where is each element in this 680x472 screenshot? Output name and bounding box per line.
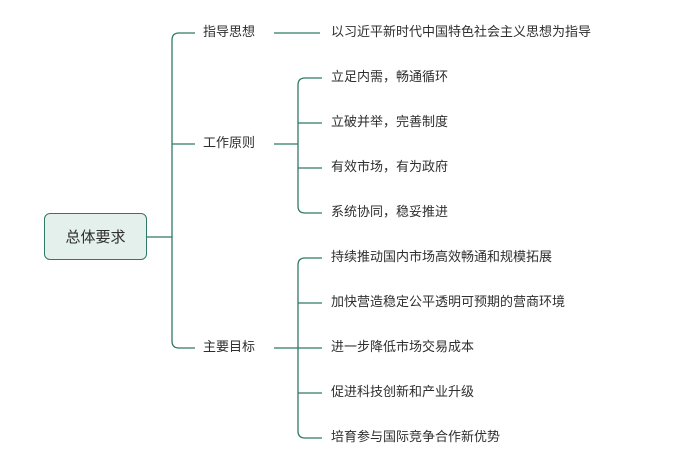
leaf-goal-1[interactable]: 持续推动国内市场高效畅通和规模拓展 — [331, 250, 553, 265]
leaf-principle-4[interactable]: 系统协同，稳妥推进 — [331, 205, 449, 220]
root-node-label: 总体要求 — [65, 228, 126, 246]
branch-main-goals[interactable]: 主要目标 — [203, 340, 256, 355]
leaf-principle-1[interactable]: 立足内需，畅通循环 — [331, 70, 449, 85]
leaf-principle-2[interactable]: 立破并举，完善制度 — [331, 115, 449, 130]
leaf-guiding-1[interactable]: 以习近平新时代中国特色社会主义思想为指导 — [331, 25, 592, 40]
root-node[interactable]: 总体要求 — [44, 213, 147, 260]
leaf-goal-3[interactable]: 进一步降低市场交易成本 — [331, 340, 475, 355]
branch-working-principles[interactable]: 工作原则 — [203, 136, 256, 151]
leaf-principle-3[interactable]: 有效市场，有为政府 — [331, 160, 449, 175]
leaf-goal-2[interactable]: 加快营造稳定公平透明可预期的营商环境 — [331, 295, 566, 310]
connector-principles-bracket — [297, 77, 322, 214]
branch-guiding-thought[interactable]: 指导思想 — [203, 25, 256, 40]
leaf-goal-4[interactable]: 促进科技创新和产业升级 — [331, 385, 475, 400]
leaf-goal-5[interactable]: 培育参与国际竞争合作新优势 — [331, 430, 501, 445]
connector-root-bracket — [171, 32, 195, 349]
connector-goals-bracket — [297, 257, 322, 439]
